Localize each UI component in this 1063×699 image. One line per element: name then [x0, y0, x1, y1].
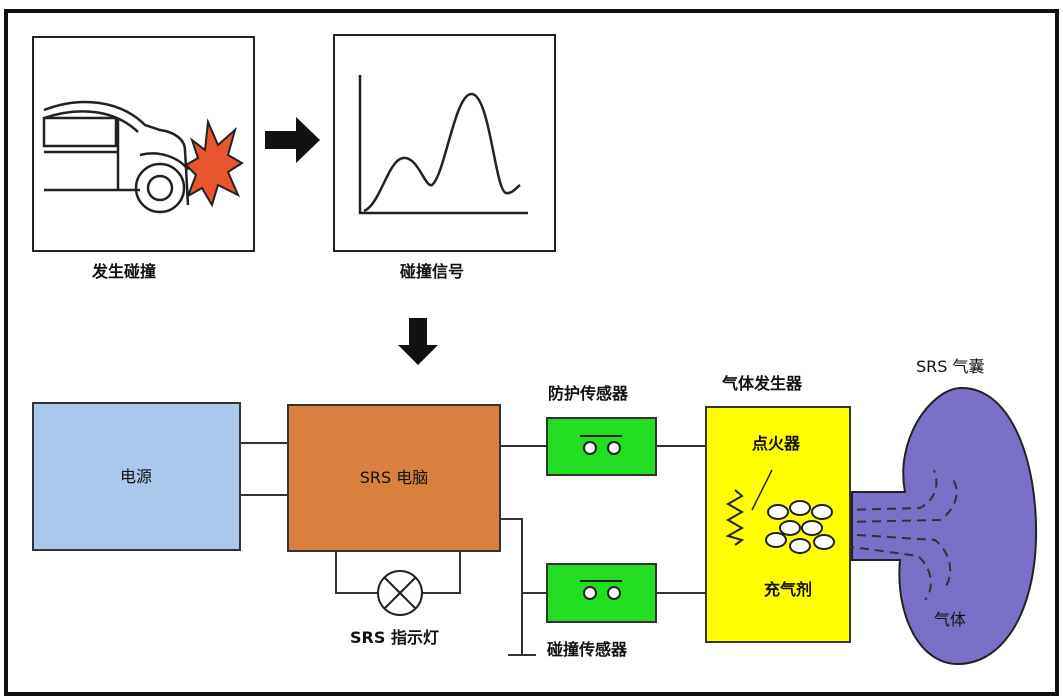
- collision-label: 发生碰撞: [92, 262, 157, 281]
- impact-burst-icon: [184, 118, 244, 208]
- contact-switch-icon: [580, 580, 622, 600]
- power-box: [32, 402, 241, 551]
- igniter-coil-icon: [725, 489, 745, 546]
- srs-ecu-label: SRS 电脑: [360, 468, 429, 487]
- car-icon: [42, 100, 190, 214]
- igniter-leader: [751, 469, 773, 511]
- collision-signal-label: 碰撞信号: [400, 262, 465, 281]
- power-label: 电源: [120, 467, 152, 486]
- gas-label: 气体: [934, 610, 967, 629]
- crash-sensor: [546, 563, 657, 623]
- airbag: [841, 386, 1038, 666]
- collision-signal-panel: [333, 34, 556, 252]
- srs-lamp-label: SRS 指示灯: [350, 628, 439, 647]
- gas-generator-label: 气体发生器: [722, 374, 803, 393]
- propellant-label: 充气剂: [764, 580, 813, 599]
- lamp-icon: [377, 570, 423, 616]
- srs-ecu-box: [287, 404, 501, 552]
- airbag-label: SRS 气囊: [916, 357, 985, 376]
- safing-sensor-label: 防护传感器: [548, 384, 629, 403]
- arrow-right-icon: [265, 117, 320, 163]
- arrow-down-icon: [398, 318, 438, 365]
- crash-sensor-label: 碰撞传感器: [547, 640, 628, 659]
- safing-sensor: [546, 417, 657, 476]
- igniter-label: 点火器: [752, 434, 801, 453]
- gas-generator: [705, 406, 851, 643]
- contact-switch-icon: [580, 435, 622, 455]
- collision-panel: [32, 36, 255, 252]
- propellant-pellets-icon: [765, 500, 835, 554]
